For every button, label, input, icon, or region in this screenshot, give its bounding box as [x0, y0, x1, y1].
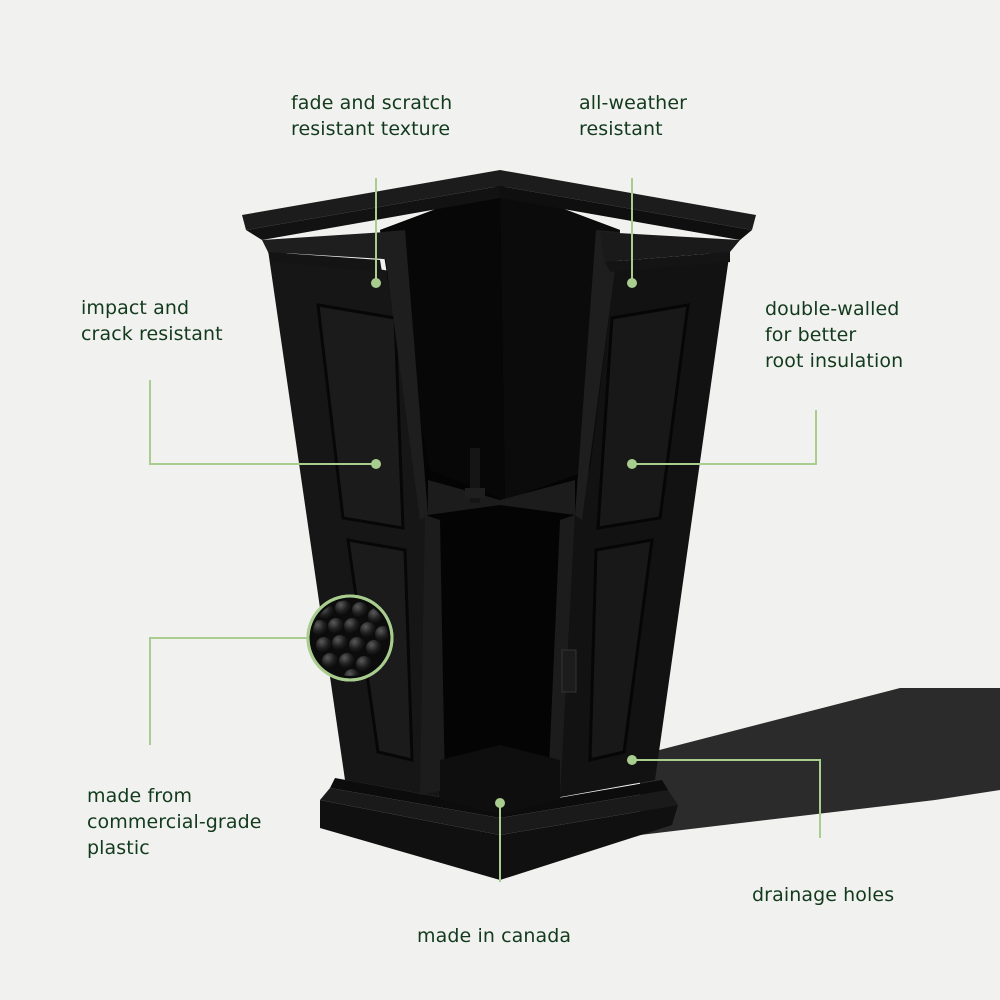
commercial-plastic-label: made from commercial-grade plastic — [87, 783, 262, 861]
right-lower-panel — [588, 538, 654, 762]
double-dot — [627, 459, 637, 469]
plastic-callout-line — [149, 637, 312, 745]
commercial-plastic-label-line-1: made from — [87, 785, 193, 807]
all-weather-label-line-1: all-weather — [579, 92, 688, 114]
fade-scratch-label: fade and scratch resistant texture — [291, 90, 452, 142]
pellet-closeup — [306, 594, 394, 682]
inner-shelf — [428, 480, 575, 515]
impact-crack-label-line-1: impact and — [81, 297, 190, 319]
fade-scratch-label-line-2: resistant texture — [291, 118, 451, 140]
impact-dot — [371, 459, 381, 469]
double-walled-label: double-walled for better root insulation — [765, 296, 903, 374]
callout-dots — [371, 278, 637, 808]
impact-crack-label: impact and crack resistant — [81, 295, 223, 347]
all-weather-label: all-weather resistant — [579, 90, 687, 142]
double-walled-label-line-1: double-walled — [765, 298, 900, 320]
commercial-plastic-label-line-2: commercial-grade — [87, 811, 262, 833]
drainage-dot — [627, 755, 637, 765]
fade-scratch-label-line-1: fade and scratch — [291, 92, 453, 114]
canada-dot — [495, 798, 505, 808]
drainage-holes-label: drainage holes — [752, 882, 894, 908]
drainage-slot — [561, 649, 577, 693]
planter-floor — [440, 745, 560, 815]
impact-callout-line — [149, 380, 376, 465]
weather-dot — [627, 278, 637, 288]
double-callout-line — [632, 410, 817, 465]
water-post — [470, 448, 480, 503]
double-walled-label-line-2: for better — [765, 324, 857, 346]
fade-dot — [371, 278, 381, 288]
commercial-plastic-label-line-3: plastic — [87, 837, 150, 859]
callout-lines — [149, 178, 821, 882]
made-in-canada-label-line-1: made in canada — [417, 925, 572, 947]
all-weather-label-line-2: resistant — [579, 118, 663, 140]
left-upper-panel — [316, 303, 405, 530]
double-walled-label-line-3: root insulation — [765, 350, 904, 372]
drainage-holes-label-line-1: drainage holes — [752, 884, 895, 906]
right-upper-panel — [596, 303, 690, 530]
impact-crack-label-line-2: crack resistant — [81, 323, 223, 345]
drainage-callout-line — [632, 759, 821, 838]
made-in-canada-label: made in canada — [417, 923, 571, 949]
planter — [242, 170, 756, 882]
planter-rim — [242, 170, 756, 230]
